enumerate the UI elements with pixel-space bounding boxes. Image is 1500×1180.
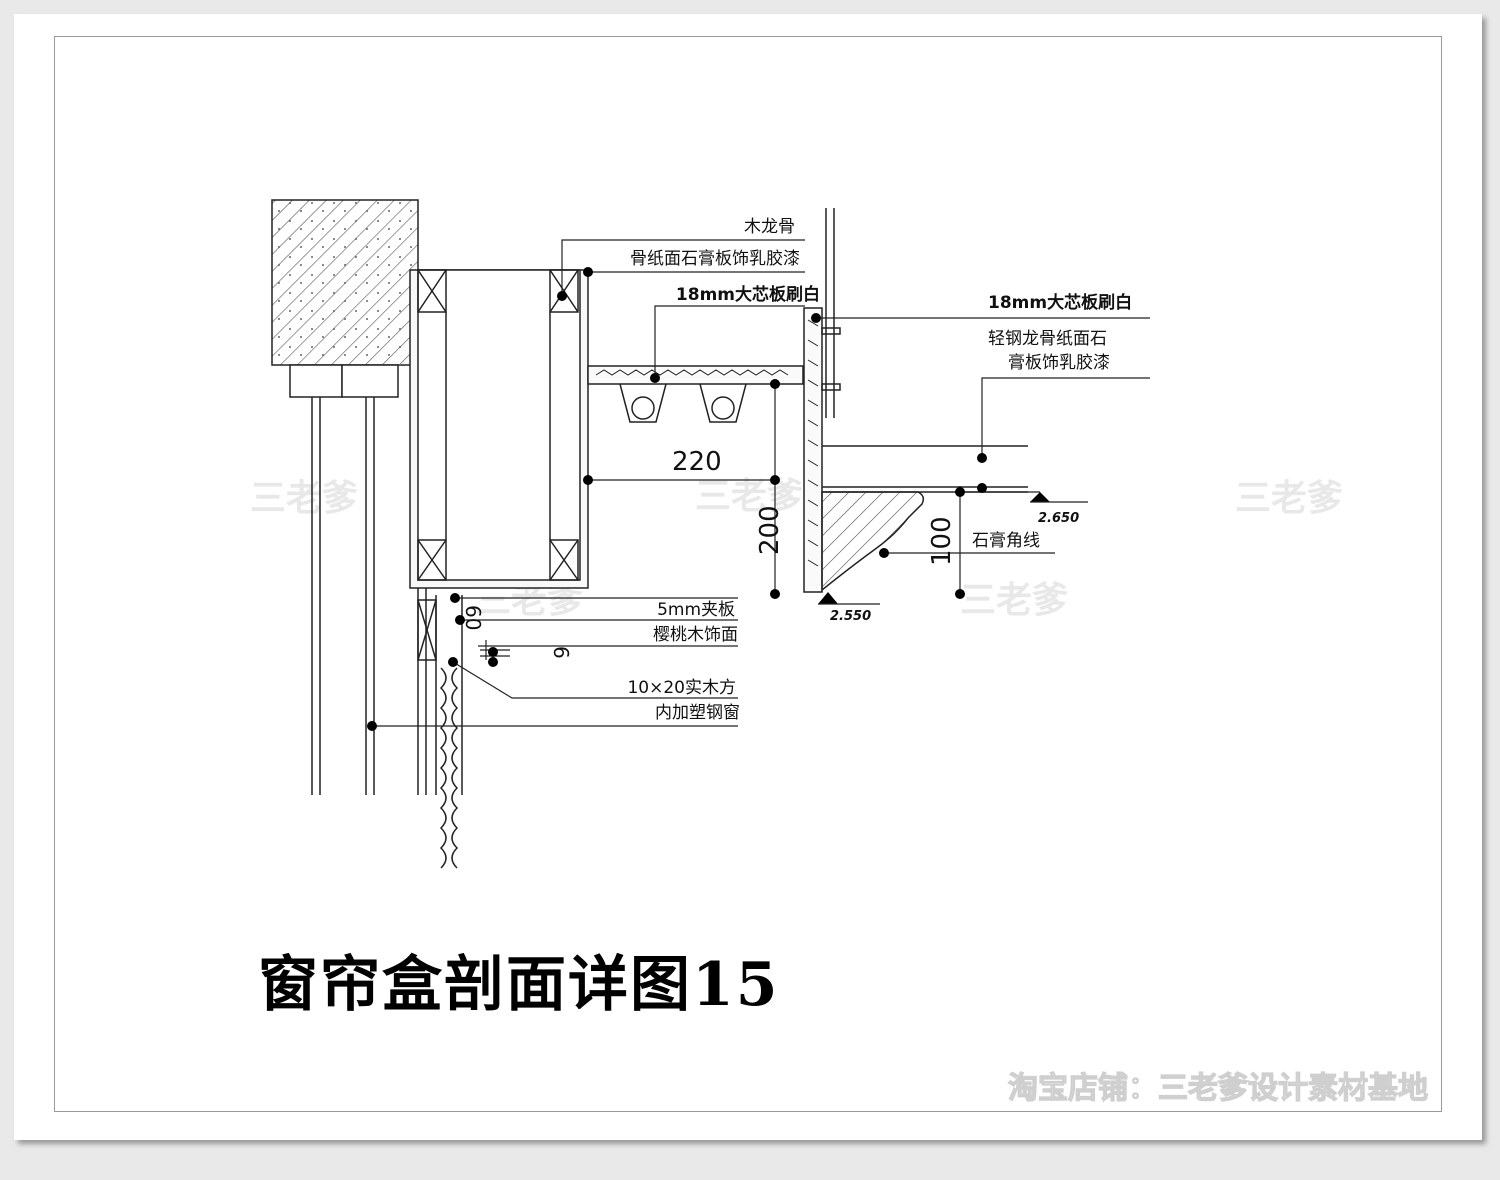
- drawing-title: 窗帘盒剖面详图15: [258, 950, 780, 1020]
- ceiling-lines: [822, 445, 1028, 493]
- elevation-markers: [818, 492, 1088, 605]
- label-plastic-steel-window: 内加塑钢窗: [655, 703, 740, 723]
- watermark-right: 三老爹: [1235, 478, 1343, 519]
- watermark-center: 三老爹: [695, 476, 803, 517]
- drawing-frame: [54, 36, 1442, 1112]
- leader-dots: [367, 267, 987, 731]
- label-gypsum-paint: 骨纸面石膏板饰乳胶漆: [630, 248, 800, 269]
- dimension-6: 6: [549, 646, 573, 659]
- blockboard-panel: [587, 365, 804, 423]
- label-blockboard-right: 18mm大芯板刷白: [988, 292, 1132, 313]
- label-solid-wood: 10×20实木方: [627, 678, 736, 698]
- leader-lines: [372, 239, 1150, 727]
- watermark-shop: 淘宝店铺：三老爹设计素材基地: [1008, 1071, 1428, 1106]
- window-frame: [417, 588, 463, 869]
- gypsum-cornice: [821, 491, 925, 592]
- label-light-steel-2: 膏板饰乳胶漆: [1008, 352, 1110, 373]
- label-cherry-veneer: 樱桃木饰面: [653, 625, 738, 645]
- label-gypsum-cornice: 石膏角线: [972, 530, 1040, 551]
- curtain-box: [409, 269, 589, 589]
- dimension-200: 200: [755, 505, 785, 555]
- dimension-100: 100: [927, 516, 957, 566]
- watermark-low-right: 三老爹: [960, 580, 1068, 621]
- watermark-left: 三老爹: [250, 478, 358, 519]
- label-blockboard-left: 18mm大芯板刷白: [676, 284, 820, 305]
- dimension-60: 60: [461, 605, 485, 630]
- label-plywood: 5mm夹板: [657, 600, 735, 620]
- elevation-upper: 2.650: [1038, 511, 1079, 526]
- label-wood-keel: 木龙骨: [744, 217, 795, 237]
- label-light-steel-1: 轻钢龙骨纸面石: [988, 329, 1107, 349]
- right-wall: [803, 208, 841, 593]
- dimension-220: 220: [672, 447, 722, 477]
- elevation-lower: 2.550: [830, 609, 871, 624]
- drawing-sheet: [14, 14, 1482, 1140]
